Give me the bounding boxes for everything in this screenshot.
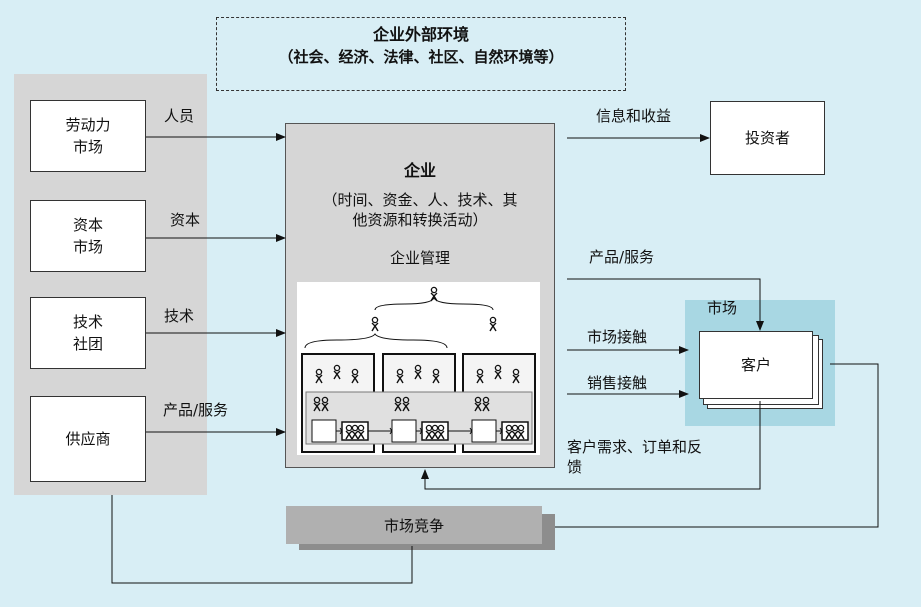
enterprise-description: （时间、资金、人、技术、其 他资源和转换活动）	[286, 190, 554, 230]
customer-box: 客户	[699, 331, 813, 399]
environment-subtitle: （社会、经济、法律、社区、自然环境等）	[278, 48, 564, 66]
line-customer-competition	[555, 363, 879, 528]
labor-market-line1: 劳动力	[65, 116, 111, 134]
arrow-products-to-customer	[567, 278, 764, 331]
flow-label-capital: 资本	[170, 211, 201, 229]
enterprise-desc-line1: （时间、资金、人、技术、其	[322, 191, 518, 209]
feedback-line1: 客户需求、订单和反	[567, 438, 703, 456]
market-competition-label: 市场竞争	[383, 516, 444, 535]
investor-box: 投资者	[710, 101, 825, 175]
org-chart-graphic	[301, 286, 536, 453]
flow-label-technology: 技术	[164, 307, 195, 325]
flow-label-info-returns: 信息和收益	[596, 107, 672, 125]
market-competition-box: 市场竞争	[286, 506, 542, 544]
market-label: 市场	[707, 299, 738, 317]
enterprise-title: 企业	[403, 161, 436, 180]
investor-label: 投资者	[744, 129, 790, 147]
flow-label-sales-contact: 销售接触	[587, 374, 648, 392]
supplier-label: 供应商	[65, 430, 111, 448]
external-environment-box: 企业外部环境 （社会、经济、法律、社区、自然环境等）	[216, 17, 626, 91]
enterprise-management-label: 企业管理	[389, 249, 450, 267]
enterprise-desc-line2: 他资源和转换活动）	[352, 211, 488, 229]
flow-label-products: 产品/服务	[163, 401, 229, 419]
capital-market-line2: 市场	[72, 238, 103, 256]
flow-label-market-contact: 市场接触	[587, 328, 648, 346]
capital-market-box: 资本 市场	[30, 200, 146, 272]
flow-label-personnel: 人员	[164, 107, 195, 125]
capital-market-line1: 资本	[72, 216, 103, 234]
org-structure-illustration	[297, 282, 540, 455]
arrow-customer-feedback	[421, 401, 761, 490]
line-sources-competition	[111, 495, 413, 584]
tech-community-line2: 社团	[72, 335, 103, 353]
flow-label-customer-feedback: 客户需求、订单和反 馈	[567, 437, 702, 477]
supplier-box: 供应商	[30, 396, 146, 482]
environment-title: 企业外部环境	[372, 25, 469, 44]
tech-community-line1: 技术	[72, 313, 103, 331]
labor-market-box: 劳动力 市场	[30, 100, 146, 172]
flow-label-products-out: 产品/服务	[589, 248, 655, 266]
feedback-line2: 馈	[567, 458, 583, 476]
labor-market-line2: 市场	[72, 138, 103, 156]
customer-label: 客户	[740, 356, 771, 374]
tech-community-box: 技术 社团	[30, 297, 146, 369]
